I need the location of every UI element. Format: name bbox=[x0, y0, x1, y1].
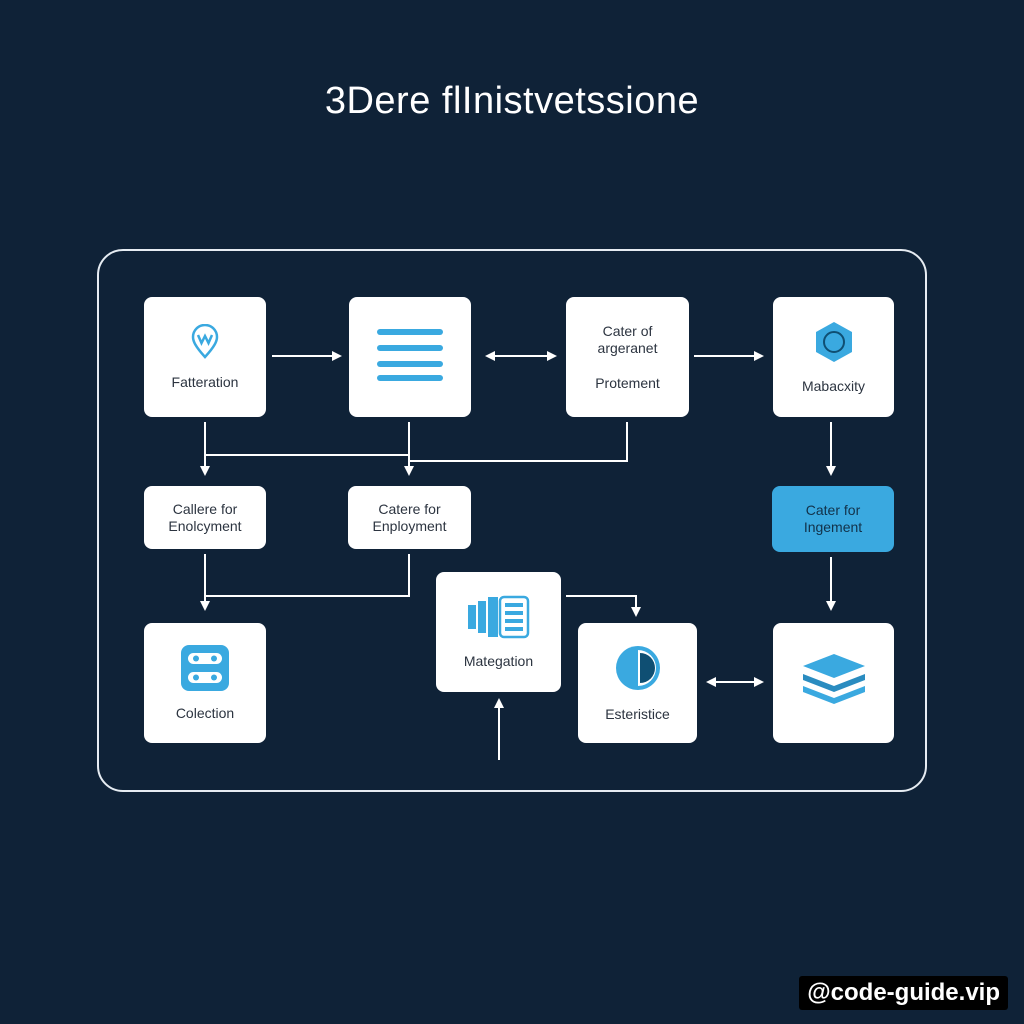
node-stack[interactable] bbox=[773, 623, 894, 743]
machine-icon bbox=[467, 595, 530, 643]
node-cater-argeranet[interactable]: Cater of argeranet Protement bbox=[566, 297, 689, 417]
diagram-title: 3Dere flInistvetssione bbox=[324, 80, 700, 122]
node-label: Cater of argeranet bbox=[597, 322, 658, 356]
node-label: Catere for Enployment bbox=[372, 500, 447, 534]
stacked-layers-icon bbox=[801, 652, 867, 714]
node-esteristice[interactable]: Esteristice bbox=[578, 623, 697, 743]
node-list[interactable] bbox=[349, 297, 471, 417]
node-label: Mabacxity bbox=[801, 377, 866, 394]
wire-enployment-to-collection bbox=[205, 554, 410, 597]
node-label: Fatteration bbox=[171, 373, 239, 390]
pie-icon bbox=[614, 644, 662, 696]
server-icon bbox=[181, 644, 229, 695]
node-label: Callere for Enolcyment bbox=[168, 500, 242, 534]
node-label: Esteristice bbox=[605, 705, 670, 722]
node-callere-enolcyment[interactable]: Callere for Enolcyment bbox=[144, 486, 266, 549]
location-pin-icon bbox=[188, 323, 222, 364]
watermark: @code-guide.vip bbox=[799, 976, 1008, 1010]
node-sublabel: Protement bbox=[595, 374, 660, 391]
node-label: Cater for Ingement bbox=[803, 502, 863, 535]
node-mategation[interactable]: Mategation bbox=[436, 572, 561, 692]
diagram-frame bbox=[97, 249, 927, 792]
wire-cater-to-bus bbox=[409, 422, 628, 462]
node-fatteration[interactable]: Fatteration bbox=[144, 297, 266, 417]
arrow-mategation-to-esteristice bbox=[566, 595, 641, 617]
node-mabacxity[interactable]: Mabacxity bbox=[773, 297, 894, 417]
node-label: Colection bbox=[175, 704, 235, 721]
list-lines-icon bbox=[377, 327, 443, 387]
node-cater-ingement[interactable]: Cater for Ingement bbox=[772, 486, 894, 552]
node-collection[interactable]: Colection bbox=[144, 623, 266, 743]
hexagon-icon bbox=[812, 320, 856, 368]
node-catere-enployment[interactable]: Catere for Enployment bbox=[348, 486, 471, 549]
node-label: Mategation bbox=[463, 652, 534, 669]
